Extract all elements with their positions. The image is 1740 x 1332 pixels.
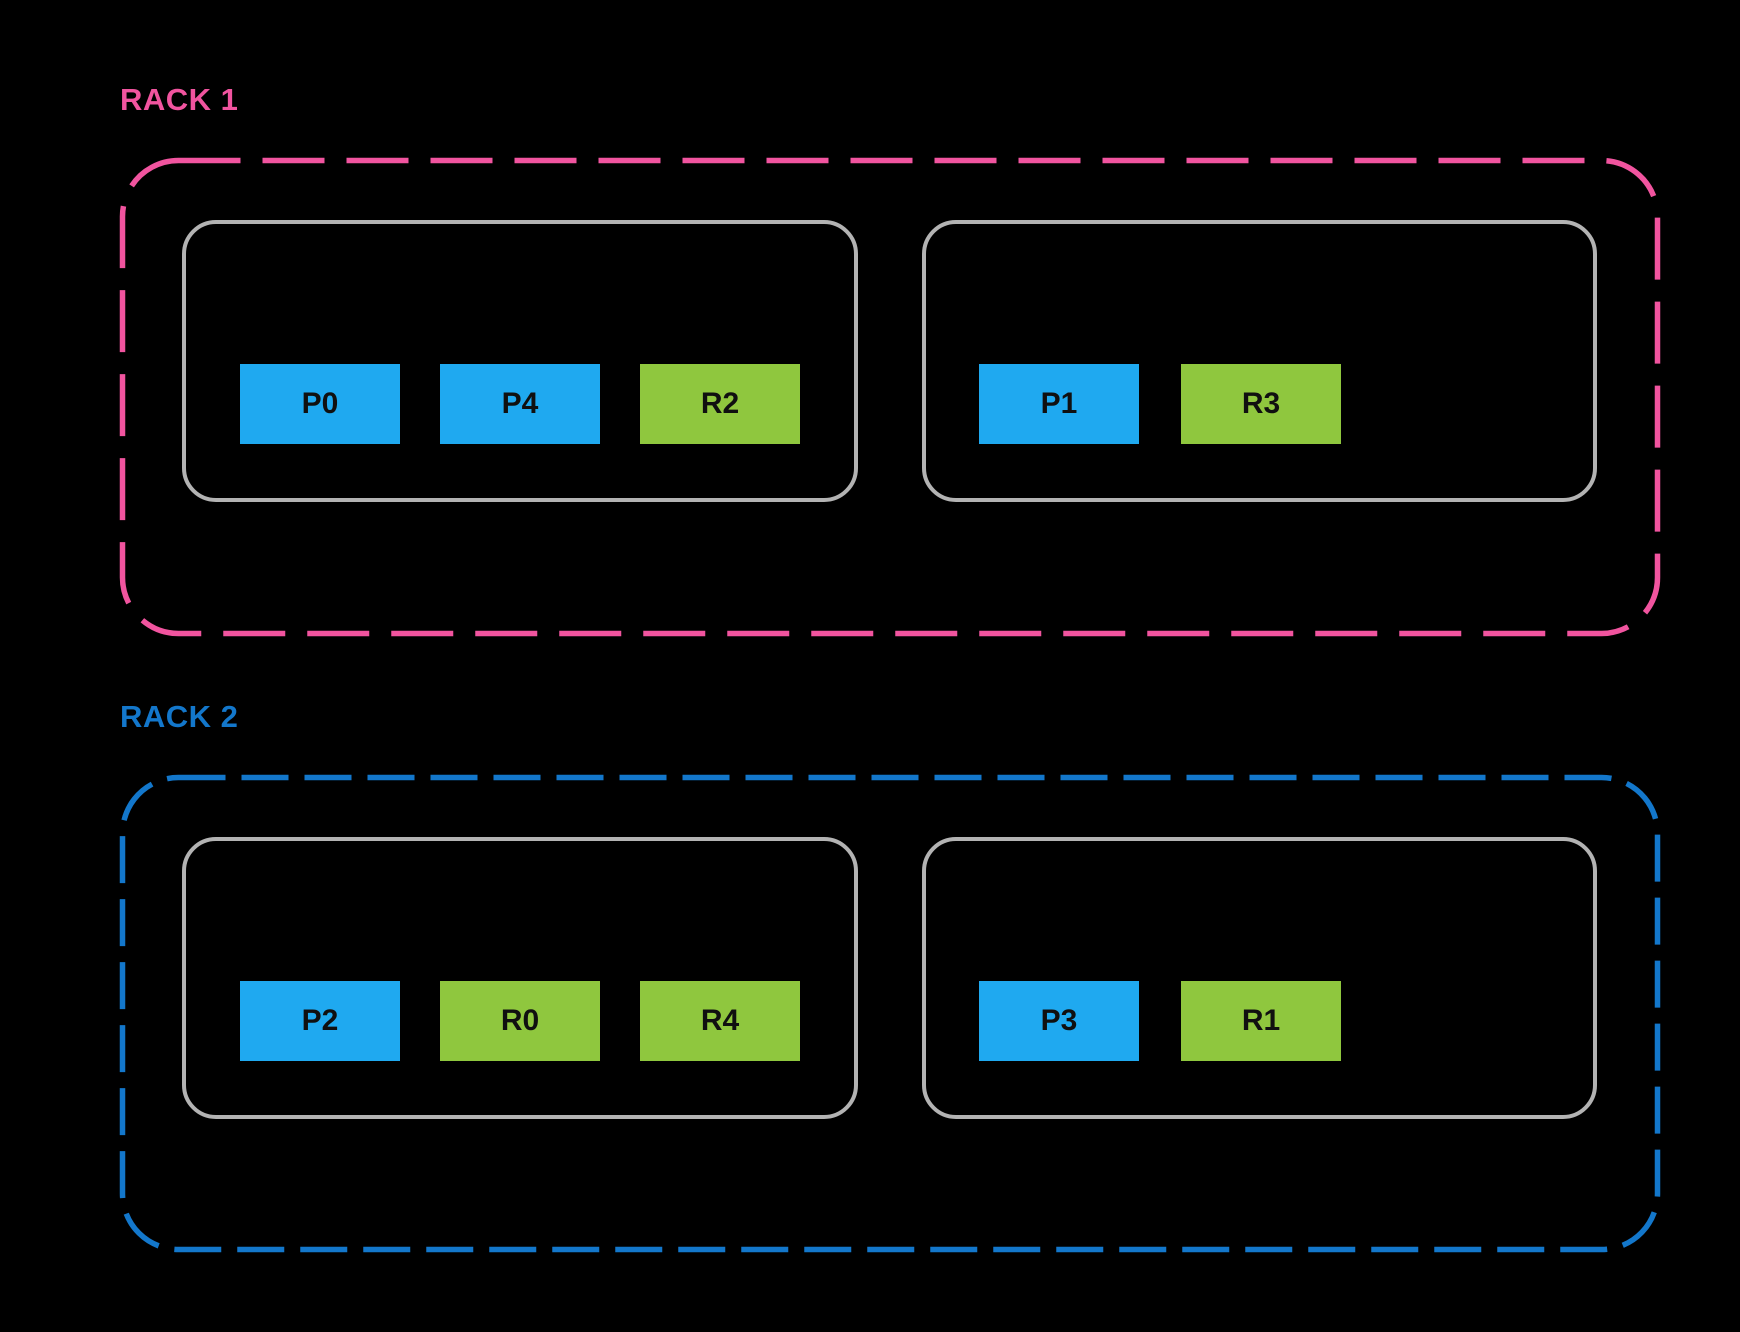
rack1-label: RACK 1	[120, 82, 239, 117]
slot-p1: P1	[979, 364, 1139, 444]
rack1-host2-box: P1 R3	[922, 220, 1597, 502]
rack1-host1-box: P0 P4 R2	[182, 220, 858, 502]
slot-p0: P0	[240, 364, 400, 444]
slot-p4: P4	[440, 364, 600, 444]
rack2-dashed-outline	[119, 774, 1661, 1253]
rack1-dashed-outline	[119, 157, 1661, 637]
slot-r1: R1	[1181, 981, 1341, 1061]
slot-r2: R2	[640, 364, 800, 444]
slot-r4: R4	[640, 981, 800, 1061]
slot-r0: R0	[440, 981, 600, 1061]
rack2-label: RACK 2	[120, 699, 239, 734]
rack2-host1-box: P2 R0 R4	[182, 837, 858, 1119]
rack2-host2-box: P3 R1	[922, 837, 1597, 1119]
slot-p2: P2	[240, 981, 400, 1061]
slot-r3: R3	[1181, 364, 1341, 444]
slot-p3: P3	[979, 981, 1139, 1061]
